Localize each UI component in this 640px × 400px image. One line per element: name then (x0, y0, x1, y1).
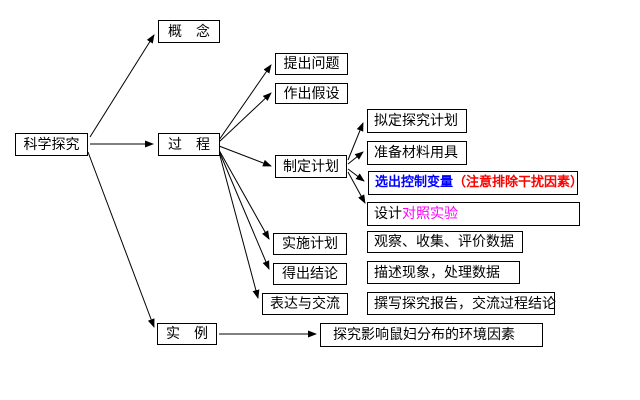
node-express-communicate: 表达与交流 (262, 293, 348, 315)
arrow-plan-to-prepare-materials (347, 151, 364, 165)
node-select-variables: 选出控制变量（注意排除干扰因素） (368, 171, 583, 195)
arrow-process-to-make-plan (218, 145, 272, 167)
node-make-plan: 制定计划 (275, 155, 347, 178)
design-experiment-prefix: 设计 (374, 206, 402, 222)
select-variables-text: 选出控制变量 (375, 175, 454, 190)
arrow-plan-to-design-experiment (347, 171, 366, 204)
node-write-report: 撰写探究报告，交流过程结论 (367, 292, 556, 315)
arrow-process-to-ask-question (218, 64, 272, 141)
node-example: 实 例 (157, 323, 217, 345)
arrow-process-to-express-communicate (218, 151, 260, 299)
arrow-process-to-make-hypothesis (218, 92, 272, 143)
arrow-root-to-example (87, 151, 155, 328)
arrow-plan-to-draft-plan (347, 122, 364, 161)
node-draw-conclusion: 得出结论 (273, 263, 347, 285)
node-ask-question: 提出问题 (275, 53, 348, 75)
node-concept: 概 念 (158, 20, 220, 43)
arrow-process-to-draw-conclusion (218, 150, 270, 270)
arrow-root-to-concept (89, 34, 155, 138)
select-variables-note: （注意排除干扰因素） (453, 175, 584, 190)
node-process: 过 程 (158, 133, 220, 156)
design-experiment-highlight: 对照实验 (402, 206, 458, 222)
arrow-process-to-implement-plan (218, 149, 270, 240)
node-implement-plan: 实施计划 (273, 233, 347, 255)
node-draft-plan: 拟定探究计划 (367, 109, 467, 133)
node-observe-collect-evaluate: 观察、收集、评价数据 (367, 231, 523, 253)
node-design-experiment: 设计对照实验 (367, 202, 580, 226)
node-example-detail: 探究影响鼠妇分布的环境因素 (320, 323, 543, 347)
arrow-plan-to-select-variables (347, 168, 365, 182)
node-scientific-inquiry: 科学探究 (15, 133, 88, 156)
node-describe-process-data: 描述现象，处理数据 (367, 261, 520, 284)
node-prepare-materials: 准备材料用具 (367, 141, 467, 165)
node-make-hypothesis: 作出假设 (275, 83, 348, 104)
